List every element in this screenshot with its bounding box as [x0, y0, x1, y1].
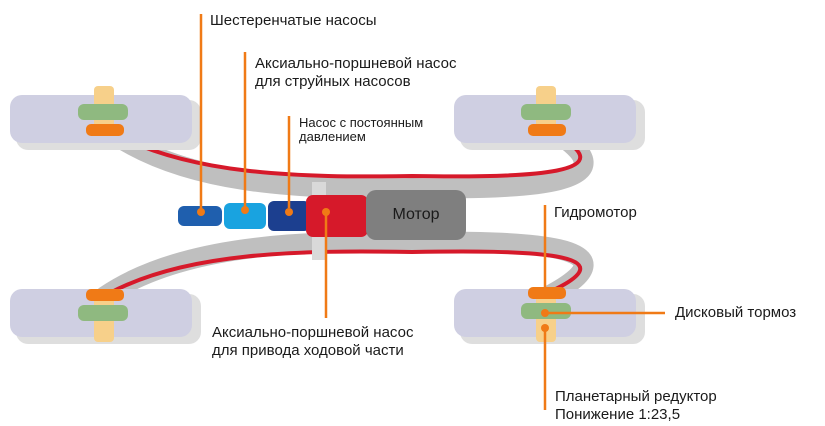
label-axial-drive-pump: Аксиально-поршневой насос для привода хо… [212, 324, 413, 360]
label-axial-drive-line1: Аксиально-поршневой насос [212, 324, 414, 341]
label-disc-brake: Дисковый тормоз [675, 304, 797, 321]
wheel-bottom-right [454, 287, 645, 344]
label-const-pressure-line2: давлением [299, 129, 366, 144]
label-axial-jet-pump: Аксиально-поршневой насос для струйных н… [255, 55, 456, 91]
top-hose-outer [95, 118, 594, 199]
label-planetary-line2: Понижение 1:23,5 [555, 406, 681, 423]
wheel-top-right [454, 86, 645, 150]
callout-axial-jet-dot [241, 206, 249, 214]
label-hydromotor: Гидромотор [554, 204, 637, 221]
label-planetary-reducer: Планетарный редуктор Понижение 1:23,5 [555, 388, 717, 424]
gear-pump-1 [178, 206, 222, 226]
callout-disc-brake-dot [541, 309, 549, 317]
callout-axial-drive-dot [322, 208, 330, 216]
label-planetary-line1: Планетарный редуктор [555, 388, 717, 405]
motor [366, 190, 466, 240]
label-gear-pumps: Шестеренчатые насосы [210, 12, 377, 29]
wheel-top-left [10, 86, 201, 150]
top-hose-red-line [106, 128, 583, 179]
callout-planetary-dot [541, 324, 549, 332]
label-axial-drive-line2: для привода ходовой части [212, 342, 404, 359]
label-axial-jet-line1: Аксиально-поршневой насос [255, 55, 457, 72]
axial-drive-pump [306, 195, 368, 237]
label-motor: Мотор [392, 206, 440, 223]
label-constant-pressure-pump: Насос с постоянным давлением [299, 116, 423, 144]
label-const-pressure-line1: Насос с постоянным [299, 115, 424, 130]
wheel-bottom-left [10, 289, 201, 344]
callout-gear-pumps-dot [197, 208, 205, 216]
gear-pump-2 [224, 203, 266, 229]
bottom-hose-outer [95, 231, 594, 306]
label-axial-jet-line2: для струйных насосов [255, 73, 411, 90]
callout-const-pressure-dot [285, 208, 293, 216]
callout-lines [197, 14, 665, 410]
bottom-hose-red-line [107, 249, 583, 296]
